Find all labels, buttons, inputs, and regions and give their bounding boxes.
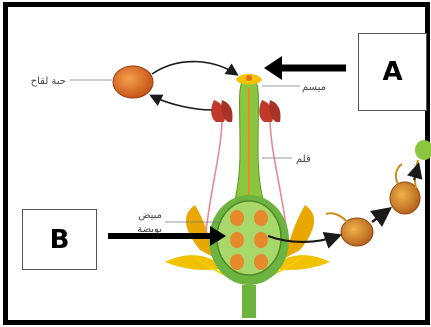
anther-right (259, 100, 280, 122)
callout-a-label: A (382, 57, 402, 87)
pollen-grain (113, 66, 153, 98)
stem (242, 285, 256, 318)
label-pollen-grain: حبة لقاح (31, 76, 66, 87)
ovary (209, 195, 289, 285)
label-stigma: ميسم (302, 82, 326, 93)
callout-box-b: B (22, 209, 97, 270)
callout-box-a: A (358, 33, 427, 111)
seedling (415, 140, 431, 188)
arrow-seed-to-seed (372, 210, 388, 222)
label-style: قلم (296, 154, 311, 165)
pointer-arrow-a (264, 56, 346, 80)
seed-1 (326, 213, 373, 246)
arrow-pollen-to-stigma (152, 62, 236, 74)
arrow-anther-to-pollen (152, 96, 212, 110)
stigma (236, 74, 262, 85)
label-ovary: مبيض (138, 210, 162, 221)
anther-left (211, 100, 232, 122)
callout-b-label: B (50, 225, 70, 255)
